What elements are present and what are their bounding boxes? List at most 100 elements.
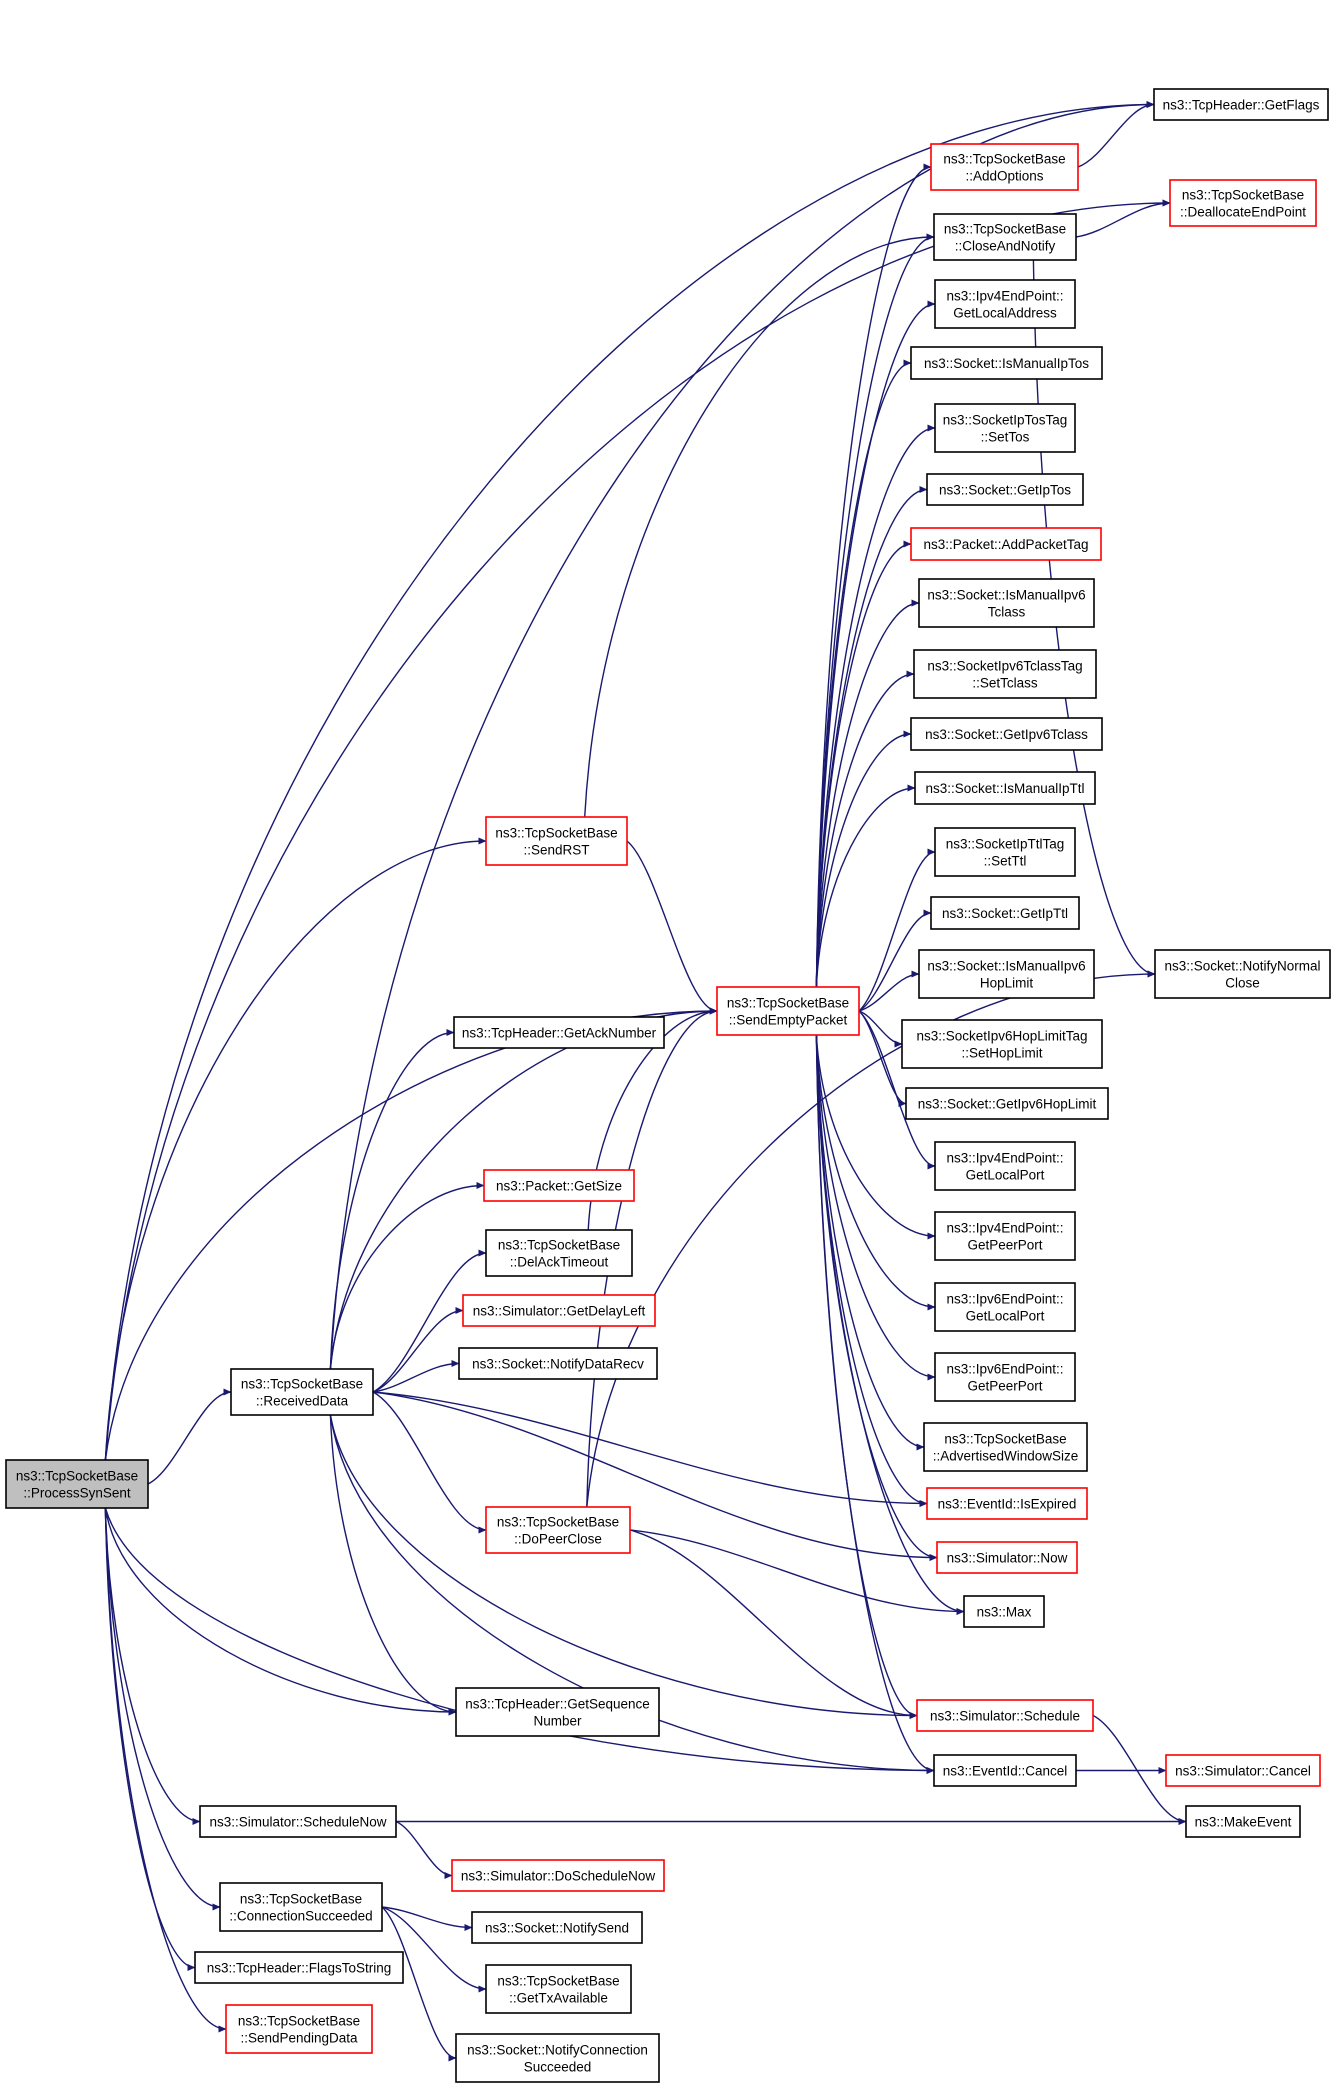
node-socket-ip-tos-tag-set-tos[interactable]: ns3::SocketIpTosTag::SetTos	[934, 403, 1076, 453]
node-label-line: ns3::SocketIpTosTag	[943, 413, 1068, 428]
node-ipv4-get-peer-port[interactable]: ns3::Ipv4EndPoint::GetPeerPort	[934, 1211, 1076, 1261]
node-box	[918, 578, 1095, 628]
node-label-line: ns3::TcpHeader::FlagsToString	[207, 1961, 392, 1976]
node-label-line: ns3::Ipv4EndPoint::	[946, 1221, 1063, 1236]
edge-received_data-to-del_ack_timeout	[372, 1249, 487, 1393]
node-box	[5, 1459, 149, 1509]
node-label-line: ns3::Socket::IsManualIpTos	[924, 356, 1089, 371]
node-packet-get-size[interactable]: ns3::Packet::GetSize	[483, 1169, 635, 1202]
node-max[interactable]: ns3::Max	[963, 1595, 1045, 1628]
edge-received_data-to-do_peer_close	[372, 1391, 487, 1534]
edge-send_empty_packet-to-ip_ttl_tag_set_ttl	[858, 848, 936, 1012]
node-ip-ttl-tag-set-ttl[interactable]: ns3::SocketIpTtlTag::SetTtl	[934, 827, 1076, 877]
node-box	[963, 1595, 1045, 1628]
node-label-line: ns3::TcpSocketBase	[498, 1238, 620, 1253]
node-get-ip-ttl[interactable]: ns3::Socket::GetIpTtl	[930, 896, 1080, 930]
node-label-line: ::SendRST	[523, 843, 589, 858]
node-ipv6-get-peer-port[interactable]: ns3::Ipv6EndPoint::GetPeerPort	[934, 1352, 1076, 1402]
node-close-and-notify[interactable]: ns3::TcpSocketBase::CloseAndNotify	[933, 213, 1077, 261]
node-box	[716, 986, 860, 1036]
node-label-line: GetLocalAddress	[953, 306, 1057, 321]
node-eventid-is-expired[interactable]: ns3::EventId::IsExpired	[926, 1487, 1088, 1520]
node-label-line: ns3::TcpSocketBase	[240, 1892, 362, 1907]
node-simulator-cancel[interactable]: ns3::Simulator::Cancel	[1165, 1754, 1321, 1787]
node-make-event[interactable]: ns3::MakeEvent	[1185, 1805, 1301, 1838]
node-label-line: ::DeallocateEndPoint	[1180, 205, 1306, 220]
node-label-line: ns3::TcpHeader::GetAckNumber	[462, 1026, 657, 1041]
node-box	[936, 1541, 1078, 1574]
node-label-line: ::SetTos	[981, 430, 1030, 445]
node-label-line: ::ProcessSynSent	[23, 1486, 131, 1501]
node-get-ipv6-hoplimit[interactable]: ns3::Socket::GetIpv6HopLimit	[905, 1087, 1109, 1120]
node-box	[1153, 88, 1329, 121]
node-ipv4-get-local-port[interactable]: ns3::Ipv4EndPoint::GetLocalPort	[934, 1141, 1076, 1191]
node-notify-data-recv[interactable]: ns3::Socket::NotifyDataRecv	[458, 1347, 658, 1380]
edge-received_data-to-notify_data_recv	[372, 1359, 460, 1393]
edge-do_peer_close-to-send_empty_packet	[586, 1007, 718, 1508]
node-label-line: ns3::TcpHeader::GetSequence	[465, 1697, 650, 1712]
node-deallocate-endpoint[interactable]: ns3::TcpSocketBase::DeallocateEndPoint	[1169, 179, 1317, 227]
node-send-empty-packet[interactable]: ns3::TcpSocketBase::SendEmptyPacket	[716, 986, 860, 1036]
node-label-line: ns3::TcpSocketBase	[943, 152, 1065, 167]
node-connection-succeeded[interactable]: ns3::TcpSocketBase::ConnectionSucceeded	[219, 1882, 383, 1932]
edge-process_syn_sent-to-send_pending_data	[104, 1507, 227, 2033]
node-box	[923, 1422, 1088, 1472]
node-ipv6-hoplimit-tag-set[interactable]: ns3::SocketIpv6HopLimitTag::SetHopLimit	[901, 1019, 1103, 1069]
node-do-peer-close[interactable]: ns3::TcpSocketBase::DoPeerClose	[485, 1506, 631, 1554]
node-ipv6-tclass-tag-set-tclass[interactable]: ns3::SocketIpv6TclassTag::SetTclass	[913, 649, 1097, 699]
node-advertised-window-size[interactable]: ns3::TcpSocketBase::AdvertisedWindowSize	[923, 1422, 1088, 1472]
node-get-delay-left[interactable]: ns3::Simulator::GetDelayLeft	[462, 1294, 656, 1327]
node-box	[933, 213, 1077, 261]
node-process-syn-sent[interactable]: ns3::TcpSocketBase::ProcessSynSent	[5, 1459, 149, 1509]
node-simulator-schedule[interactable]: ns3::Simulator::Schedule	[916, 1699, 1094, 1732]
node-label-line: ::GetTxAvailable	[509, 1991, 608, 2006]
node-label-line: ns3::Packet::AddPacketTag	[923, 537, 1088, 552]
node-box	[926, 473, 1084, 506]
node-get-ipv6-tclass[interactable]: ns3::Socket::GetIpv6Tclass	[910, 717, 1103, 751]
edge-send_empty_packet-to-simulator_schedule	[815, 1034, 918, 1720]
node-ipv6-get-local-port[interactable]: ns3::Ipv6EndPoint::GetLocalPort	[934, 1282, 1076, 1332]
edge-process_syn_sent-to-schedule_now	[104, 1507, 201, 1826]
node-is-manual-ip-tos[interactable]: ns3::Socket::IsManualIpTos	[910, 346, 1103, 380]
node-label-line: ::SendPendingData	[240, 2031, 358, 2046]
edge-close_and_notify-to-deallocate_endpoint	[1075, 199, 1171, 238]
node-is-manual-ip-ttl[interactable]: ns3::Socket::IsManualIpTtl	[914, 771, 1096, 805]
node-add-packet-tag[interactable]: ns3::Packet::AddPacketTag	[910, 527, 1102, 561]
edge-received_data-to-simulator_now	[372, 1391, 938, 1562]
node-box	[485, 816, 628, 866]
node-add-options[interactable]: ns3::TcpSocketBase::AddOptions	[930, 143, 1079, 191]
node-schedule-now[interactable]: ns3::Simulator::ScheduleNow	[199, 1805, 397, 1838]
node-simulator-now[interactable]: ns3::Simulator::Now	[936, 1541, 1078, 1574]
node-do-schedule-now[interactable]: ns3::Simulator::DoScheduleNow	[451, 1859, 665, 1892]
node-get-tx-available[interactable]: ns3::TcpSocketBase::GetTxAvailable	[485, 1964, 632, 2014]
node-label-line: Close	[1225, 976, 1260, 991]
node-label-line: ns3::Simulator::Cancel	[1175, 1764, 1311, 1779]
node-notify-send[interactable]: ns3::Socket::NotifySend	[471, 1911, 643, 1944]
node-box	[1154, 949, 1331, 999]
edge-send_empty_packet-to-is_manual_ipv6_hoplimit	[858, 970, 920, 1012]
node-box	[1185, 1805, 1301, 1838]
node-get-ip-tos[interactable]: ns3::Socket::GetIpTos	[926, 473, 1084, 506]
node-eventid-cancel[interactable]: ns3::EventId::Cancel	[933, 1754, 1077, 1787]
node-flags-to-string[interactable]: ns3::TcpHeader::FlagsToString	[194, 1951, 404, 1984]
node-ipv4-get-local-address[interactable]: ns3::Ipv4EndPoint::GetLocalAddress	[934, 279, 1076, 329]
node-send-rst[interactable]: ns3::TcpSocketBase::SendRST	[485, 816, 628, 866]
node-box	[918, 949, 1095, 999]
node-received-data[interactable]: ns3::TcpSocketBase::ReceivedData	[230, 1368, 374, 1416]
node-label-line: ns3::TcpSocketBase	[495, 826, 617, 841]
node-label-line: ns3::TcpSocketBase	[16, 1469, 138, 1484]
node-box	[934, 279, 1076, 329]
node-del-ack-timeout[interactable]: ns3::TcpSocketBase::DelAckTimeout	[485, 1229, 633, 1277]
node-get-ack-number[interactable]: ns3::TcpHeader::GetAckNumber	[453, 1016, 665, 1049]
edge-send_empty_packet-to-ipv6_get_peer_port	[815, 1034, 936, 1381]
node-send-pending-data[interactable]: ns3::TcpSocketBase::SendPendingData	[225, 2004, 373, 2054]
edge-send_empty_packet-to-is_manual_ip_ttl	[815, 784, 916, 988]
node-label-line: ::AdvertisedWindowSize	[933, 1449, 1079, 1464]
edge-connection_succeeded-to-notify_send	[381, 1906, 473, 1932]
node-get-flags[interactable]: ns3::TcpHeader::GetFlags	[1153, 88, 1329, 121]
